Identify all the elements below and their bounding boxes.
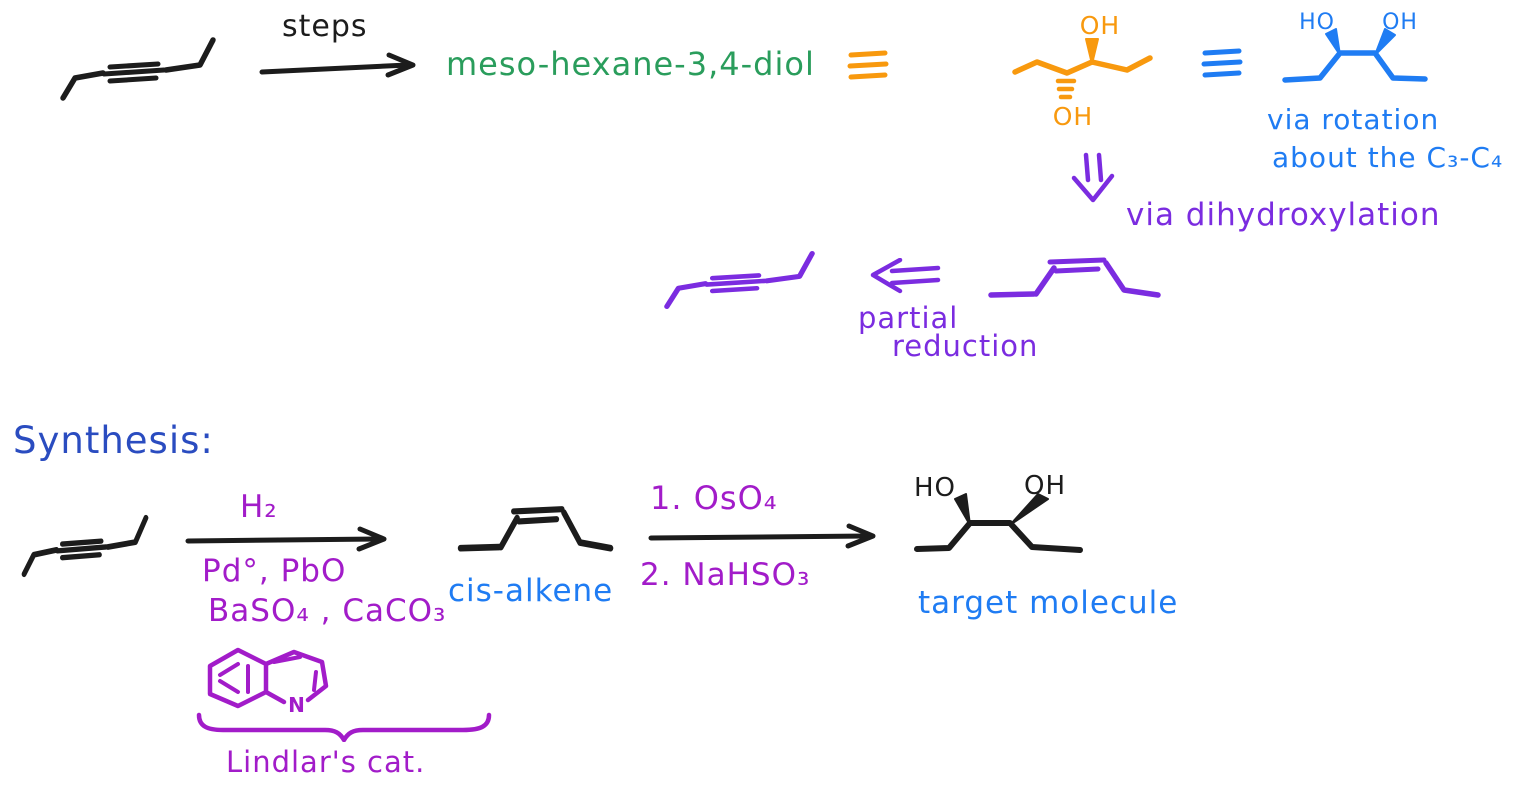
steps-label: steps (282, 9, 368, 44)
oso4-step-label: 1. OsO₄ (650, 479, 778, 517)
alkyne-precursor-structure (662, 248, 817, 312)
alkyne-skeleton-icon (21, 514, 149, 578)
wedge-bond (1085, 38, 1099, 65)
cis-alkene-label: cis-alkene (448, 573, 614, 609)
cis-alkene-intermediate-structure (456, 498, 616, 556)
partial-reduction-note-line1: partial (858, 301, 959, 335)
cis-alkene-skeleton-icon (457, 506, 614, 552)
target-molecule-label: target molecule (918, 585, 1179, 621)
quinoline-skeleton-icon: N (207, 647, 329, 714)
target-diol-structure: HO OH (905, 466, 1095, 561)
catalyst-label-line1: Pd°, PbO (202, 553, 347, 589)
product-name: meso-hexane-3,4-diol (446, 45, 815, 83)
triple-bar-icon (847, 50, 889, 80)
synthesis-heading: Synthesis: (13, 419, 214, 462)
cis-alkene-skeleton-icon (988, 257, 1161, 298)
hex-3-yne-structure (58, 34, 218, 104)
wedge-bond (1325, 28, 1341, 56)
wedge-bond (1374, 28, 1396, 56)
retrosynthesis-down-arrow (1068, 152, 1118, 207)
diol-skeleton-icon: OH OH (1012, 11, 1153, 131)
right-arrow-icon (185, 526, 387, 552)
oh-label: OH (1382, 10, 1418, 35)
partial-reduction-note-line2: reduction (892, 329, 1039, 363)
equivalence-sign-orange (846, 50, 890, 82)
diol-skeleton-icon: HO OH (1282, 10, 1428, 83)
h2-reagent-label: H₂ (240, 489, 278, 525)
via-rotation-note-line1: via rotation (1267, 103, 1440, 136)
ho-label: HO (1299, 10, 1335, 35)
nitrogen-label: N (288, 693, 306, 714)
underbrace-icon (196, 712, 492, 742)
steps-reaction-arrow (256, 44, 431, 84)
quinoline-structure: N (204, 642, 342, 714)
ho-label: HO (914, 473, 956, 503)
nahso3-step-label: 2. NaHSO₃ (640, 557, 811, 593)
alkyne-skeleton-icon (60, 37, 216, 101)
lindlar-underbrace (195, 712, 493, 742)
equivalence-sign-blue (1200, 48, 1244, 80)
rotated-diol-structure: HO OH (1270, 6, 1438, 94)
wedge-bond (1009, 493, 1049, 526)
triple-bar-icon (1201, 48, 1243, 78)
oh-label-bottom: OH (1053, 102, 1093, 131)
right-arrow-icon (259, 52, 416, 78)
cis-alkene-precursor-structure (986, 250, 1164, 302)
dihydroxylation-arrow (646, 512, 886, 550)
right-arrow-icon (648, 523, 876, 549)
alkyne-skeleton-icon (664, 250, 815, 310)
meso-diol-wedge-dash-structure: OH OH (1008, 8, 1173, 133)
wedge-bond (954, 493, 971, 526)
double-down-arrow-icon (1071, 152, 1115, 203)
double-left-arrow-icon (870, 258, 941, 294)
lindlars-cat-label: Lindlar's cat. (226, 745, 426, 779)
via-dihydroxylation-note: via dihydroxylation (1126, 197, 1441, 233)
catalyst-label-line2: BaSO₄ , CaCO₃ (208, 593, 447, 629)
oh-label: OH (1024, 471, 1066, 501)
hydrogenation-arrow (183, 516, 398, 556)
hex-3-yne-structure (20, 512, 150, 580)
retrosynthesis-left-arrow (866, 258, 942, 294)
oh-label-top: OH (1080, 11, 1120, 40)
diol-skeleton-icon: HO OH (914, 471, 1083, 553)
via-rotation-note-line2: about the C₃-C₄ (1272, 141, 1504, 174)
